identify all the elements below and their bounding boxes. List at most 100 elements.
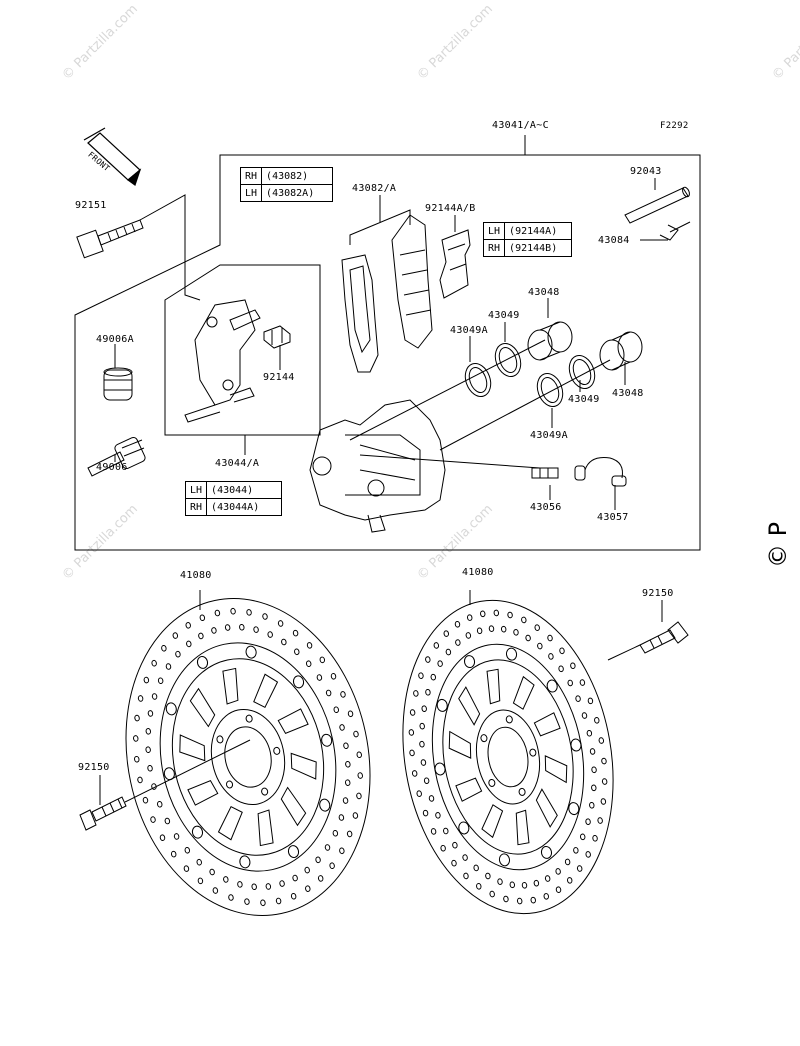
disc-outer-edge bbox=[402, 599, 614, 915]
slide-pin-shape bbox=[87, 436, 146, 477]
drill-hole bbox=[305, 885, 311, 892]
drill-hole bbox=[339, 724, 345, 731]
drill-hole bbox=[157, 800, 163, 808]
float-button bbox=[546, 679, 558, 693]
drill-hole bbox=[555, 886, 562, 894]
drill-hole bbox=[332, 830, 339, 837]
dust-boot-shape bbox=[103, 367, 133, 401]
drill-hole bbox=[420, 759, 427, 766]
drill-hole bbox=[253, 626, 259, 633]
drill-hole bbox=[246, 609, 252, 616]
drill-hole bbox=[480, 610, 486, 618]
drill-hole bbox=[589, 748, 596, 755]
drill-hole bbox=[315, 856, 321, 864]
drill-hole bbox=[525, 634, 531, 642]
figure-code: F2292 bbox=[660, 121, 689, 131]
float-button bbox=[239, 855, 251, 869]
drill-hole bbox=[521, 882, 528, 889]
float-button bbox=[434, 762, 446, 776]
drill-hole bbox=[228, 894, 234, 901]
drill-hole bbox=[581, 712, 588, 719]
drill-hole bbox=[333, 706, 339, 714]
drill-hole bbox=[339, 847, 345, 855]
carrier-window bbox=[515, 809, 530, 846]
drill-hole bbox=[592, 835, 598, 842]
drill-hole bbox=[305, 660, 312, 667]
float-button bbox=[568, 802, 580, 816]
carrier-window bbox=[257, 809, 274, 847]
drill-hole bbox=[151, 659, 157, 667]
drill-hole bbox=[290, 892, 297, 900]
drill-hole bbox=[586, 729, 593, 737]
drill-hole bbox=[548, 653, 554, 660]
drill-hole bbox=[516, 897, 523, 905]
hub-bolt-hole bbox=[273, 746, 281, 755]
bleeder-cap-shape bbox=[574, 457, 627, 487]
carrier-window bbox=[481, 804, 504, 839]
drill-hole bbox=[597, 817, 603, 824]
callout-43041: 43041/A~C bbox=[492, 120, 549, 131]
drill-hole bbox=[555, 868, 561, 875]
bracket-shape bbox=[184, 299, 261, 423]
drill-hole bbox=[151, 783, 157, 790]
drill-hole bbox=[137, 776, 143, 784]
drill-hole bbox=[230, 607, 236, 615]
hub-bolt-hole bbox=[488, 778, 496, 787]
callout-43048-2: 43048 bbox=[612, 388, 644, 399]
hub-bolt-hole bbox=[226, 780, 234, 789]
drill-hole bbox=[476, 883, 482, 890]
drill-hole bbox=[428, 795, 435, 802]
table-row: RH(92144B) bbox=[482, 239, 573, 257]
drill-hole bbox=[416, 790, 422, 797]
pad-left-shape bbox=[341, 254, 379, 373]
piston-1-shape bbox=[527, 321, 573, 361]
drill-hole bbox=[186, 640, 192, 648]
drill-hole bbox=[513, 629, 519, 636]
callout-43082: 43082/A bbox=[352, 183, 397, 194]
float-button bbox=[436, 698, 448, 712]
drill-hole bbox=[462, 854, 468, 861]
carrier-outer bbox=[171, 658, 325, 856]
drill-hole bbox=[237, 881, 243, 888]
drill-hole bbox=[423, 777, 430, 785]
caliper-body-shape bbox=[309, 399, 446, 533]
drill-hole bbox=[267, 631, 273, 638]
drill-hole bbox=[338, 814, 345, 821]
float-button bbox=[165, 702, 177, 716]
drill-hole bbox=[493, 609, 500, 617]
hub-bolt-hole bbox=[216, 735, 224, 744]
carrier-window bbox=[179, 734, 206, 762]
drill-hole bbox=[165, 663, 172, 670]
drill-hole bbox=[576, 865, 583, 872]
hub-bolt-hole bbox=[245, 714, 253, 723]
drill-hole bbox=[209, 868, 215, 876]
seal-a-2-shape bbox=[536, 373, 564, 407]
pad-spring-shape bbox=[439, 229, 471, 299]
callout-43044: 43044/A bbox=[215, 458, 260, 469]
callout-43048-1: 43048 bbox=[528, 287, 560, 298]
drill-hole bbox=[324, 844, 331, 851]
drill-hole bbox=[212, 887, 219, 894]
carrier-window bbox=[187, 780, 219, 806]
drill-hole bbox=[346, 830, 353, 838]
drill-hole bbox=[277, 620, 284, 627]
drill-hole bbox=[143, 676, 150, 684]
drill-hole bbox=[345, 761, 351, 768]
float-button bbox=[498, 853, 511, 867]
drill-hole bbox=[547, 634, 553, 642]
drill-hole bbox=[443, 630, 449, 637]
drill-hole bbox=[164, 817, 171, 825]
carrier-window bbox=[512, 675, 535, 710]
drill-hole bbox=[151, 693, 158, 700]
pad-right-shape bbox=[391, 214, 433, 349]
brake-disc-right bbox=[402, 599, 614, 915]
drill-hole bbox=[409, 749, 415, 757]
drill-hole bbox=[440, 844, 446, 852]
carrier-window bbox=[544, 755, 568, 784]
drill-hole bbox=[601, 757, 607, 765]
callout-43084: 43084 bbox=[598, 235, 630, 246]
drill-hole bbox=[281, 638, 287, 646]
table-row: LH(43044) bbox=[184, 481, 283, 499]
drill-hole bbox=[585, 818, 591, 826]
